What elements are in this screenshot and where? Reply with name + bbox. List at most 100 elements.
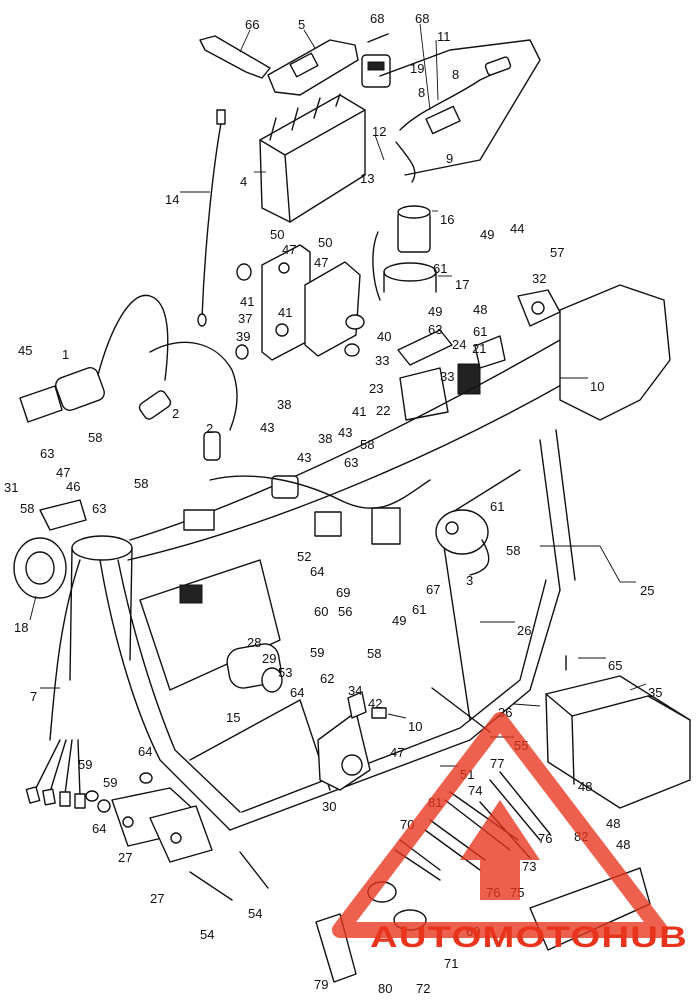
callout-64: 64 (92, 821, 106, 836)
watermark-text: AUTOMOTOHUB (370, 921, 688, 954)
callout-49: 49 (480, 227, 494, 242)
callout-30: 30 (322, 799, 336, 814)
callout-24: 24 (452, 337, 466, 352)
callout-34: 34 (348, 683, 362, 698)
callout-2: 2 (206, 421, 213, 436)
callout-43: 43 (260, 420, 274, 435)
callout-69: 69 (336, 585, 350, 600)
washer-59 (85, 790, 99, 802)
callout-11: 11 (437, 29, 451, 44)
bolt-54b (239, 851, 269, 889)
callout-59: 59 (310, 645, 324, 660)
footrest-plate (111, 787, 213, 863)
callout-52: 52 (297, 549, 311, 564)
battery-cover (267, 39, 359, 96)
callout-23: 23 (369, 381, 383, 396)
callout-18: 18 (14, 620, 28, 635)
starter-relay (372, 205, 431, 301)
fuse-box-lead (395, 56, 512, 183)
bolt-55 (431, 687, 491, 733)
callout-45: 45 (18, 343, 32, 358)
callout-64: 64 (138, 744, 152, 759)
callout-58: 58 (20, 501, 34, 516)
callout-57: 57 (550, 245, 564, 260)
regulator-bracket (261, 244, 361, 361)
harness-outline-box (379, 39, 541, 176)
callout-10: 10 (590, 379, 604, 394)
callout-29: 29 (262, 651, 276, 666)
battery (259, 93, 366, 223)
callout-48: 48 (606, 816, 620, 831)
callout-61: 61 (412, 602, 426, 617)
callout-27: 27 (118, 850, 132, 865)
callout-8: 8 (452, 67, 459, 82)
stand-switch (317, 711, 371, 791)
callout-38: 38 (277, 397, 291, 412)
callout-28: 28 (247, 635, 261, 650)
callout-80: 80 (378, 981, 392, 996)
callout-33: 33 (375, 353, 389, 368)
callout-43: 43 (297, 450, 311, 465)
callout-58: 58 (367, 646, 381, 661)
callout-68: 68 (370, 11, 384, 26)
callout-8: 8 (418, 85, 425, 100)
plug-lead-right (149, 341, 238, 461)
callout-53: 53 (278, 665, 292, 680)
callout-48: 48 (578, 779, 592, 794)
callout-33: 33 (440, 369, 454, 384)
pulse-generator (435, 509, 490, 576)
callout-32: 32 (532, 271, 546, 286)
callout-41: 41 (352, 404, 366, 419)
callout-9: 9 (446, 151, 453, 166)
callout-58: 58 (88, 430, 102, 445)
small-bracket-34 (347, 691, 387, 719)
callout-68: 68 (415, 11, 429, 26)
tool-bag (545, 675, 691, 809)
washer-64 (97, 799, 111, 813)
callout-47: 47 (56, 465, 70, 480)
callout-62: 62 (320, 671, 334, 686)
callout-66: 66 (245, 17, 259, 32)
callout-40: 40 (377, 329, 391, 344)
watermark-logo (332, 712, 668, 938)
callout-38: 38 (318, 431, 332, 446)
plug-cap-left (138, 390, 172, 420)
callout-39: 39 (236, 329, 250, 344)
connector-cluster (179, 475, 431, 604)
callout-7: 7 (30, 689, 37, 704)
callout-63: 63 (92, 501, 106, 516)
callout-64: 64 (290, 685, 304, 700)
callout-2: 2 (172, 406, 179, 421)
callout-19: 19 (410, 61, 424, 76)
callout-10: 10 (408, 719, 422, 734)
callout-48: 48 (473, 302, 487, 317)
callout-21: 21 (472, 341, 486, 356)
callout-64: 64 (310, 564, 324, 579)
callout-35: 35 (648, 685, 662, 700)
callout-14: 14 (165, 192, 179, 207)
callout-49: 49 (428, 304, 442, 319)
callout-63: 63 (344, 455, 358, 470)
horn (13, 499, 87, 599)
callout-15: 15 (226, 710, 240, 725)
callout-56: 56 (338, 604, 352, 619)
callout-58: 58 (360, 437, 374, 452)
callout-4: 4 (240, 174, 247, 189)
callout-63: 63 (40, 446, 54, 461)
bolt-54a (189, 871, 233, 901)
callout-17: 17 (455, 277, 469, 292)
callout-54: 54 (200, 927, 214, 942)
callout-61: 61 (490, 499, 504, 514)
callout-48: 48 (616, 837, 630, 852)
ignition-coil (19, 294, 169, 423)
callout-37: 37 (238, 311, 252, 326)
callout-74: 74 (468, 783, 482, 798)
callout-59: 59 (103, 775, 117, 790)
callout-47: 47 (390, 745, 404, 760)
callout-12: 12 (372, 124, 386, 139)
callout-31: 31 (4, 480, 18, 495)
bracket-22 (399, 367, 449, 421)
callout-44: 44 (510, 221, 524, 236)
